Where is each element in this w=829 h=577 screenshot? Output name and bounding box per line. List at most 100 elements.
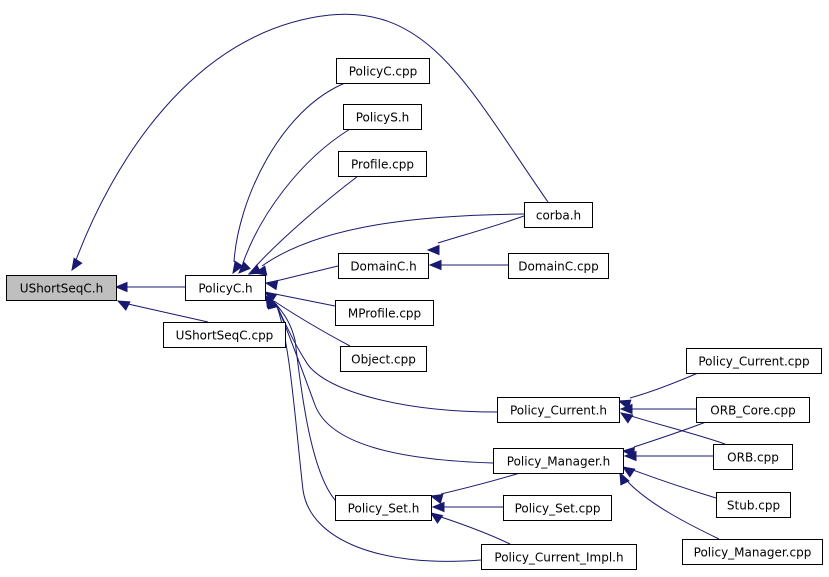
- node-label: UShortSeqC.cpp: [176, 329, 274, 343]
- arrowhead: [116, 300, 131, 311]
- node-label: Policy_Current_Impl.h: [494, 551, 623, 565]
- node-box[interactable]: [336, 58, 430, 84]
- node-box[interactable]: [335, 495, 432, 521]
- node-object-cpp[interactable]: Object.cpp: [340, 346, 427, 372]
- edge-line: [273, 300, 351, 347]
- arrowhead: [619, 403, 633, 415]
- node-label: Policy_Manager.cpp: [694, 546, 812, 560]
- node-label: Policy_Current.cpp: [698, 355, 809, 369]
- edge-ushortseqc_cpp-to-ushortseqc_h: [116, 300, 209, 323]
- edge-line: [275, 265, 339, 282]
- node-domainc-h[interactable]: DomainC.h: [338, 253, 429, 279]
- edge-policys_h-to-policyc_h: [238, 128, 351, 274]
- edge-line: [233, 82, 346, 263]
- node-label: PolicyS.h: [356, 111, 410, 125]
- node-box[interactable]: [713, 444, 793, 470]
- node-label: Policy_Set.cpp: [515, 502, 601, 516]
- edge-line: [274, 293, 336, 307]
- node-box[interactable]: [524, 202, 593, 228]
- edge-line: [629, 372, 699, 399]
- node-orb-core-cpp[interactable]: ORB_Core.cpp: [696, 397, 810, 423]
- node-box[interactable]: [338, 151, 427, 177]
- node-box[interactable]: [338, 253, 429, 279]
- node-box[interactable]: [481, 544, 637, 570]
- arrowhead: [253, 265, 268, 276]
- node-policyc-cpp[interactable]: PolicyC.cpp: [336, 58, 430, 84]
- edge-policyc_cpp-to-policyc_h: [232, 82, 346, 275]
- node-stub-cpp[interactable]: Stub.cpp: [716, 492, 791, 518]
- node-box[interactable]: [696, 397, 810, 423]
- node-label: DomainC.cpp: [518, 260, 599, 274]
- node-orb-cpp[interactable]: ORB.cpp: [713, 444, 793, 470]
- node-label: Profile.cpp: [351, 158, 414, 172]
- node-box[interactable]: [335, 300, 434, 326]
- edge-policy_set_cpp-to-policy_set_h: [431, 501, 503, 513]
- node-corba-h[interactable]: corba.h: [524, 202, 593, 228]
- edge-line: [275, 303, 341, 506]
- node-policy-current-cpp[interactable]: Policy_Current.cpp: [686, 348, 822, 374]
- node-mprofile-cpp[interactable]: MProfile.cpp: [335, 300, 434, 326]
- node-policy-manager-cpp[interactable]: Policy_Manager.cpp: [682, 539, 823, 565]
- arrowhead: [267, 295, 279, 310]
- edge-line: [627, 481, 720, 540]
- node-box[interactable]: [340, 346, 427, 372]
- node-box[interactable]: [497, 397, 620, 423]
- node-label: UShortSeqC.h: [20, 282, 103, 296]
- edge-line: [275, 303, 482, 562]
- node-label: PolicyC.cpp: [349, 65, 418, 79]
- edge-line: [633, 421, 707, 448]
- edge-line: [75, 13, 549, 261]
- edge-corba_h-to-domainc_h: [426, 215, 525, 256]
- edge-line: [440, 516, 511, 545]
- edge-orb_core_cpp-to-policy_current_h: [619, 403, 696, 415]
- node-box[interactable]: [163, 322, 286, 348]
- arrowhead: [114, 281, 128, 293]
- edge-policy_manager_h-to-policy_set_h: [429, 472, 521, 505]
- edge-corba_h-to-policyc_h: [253, 213, 525, 276]
- node-policyc-h[interactable]: PolicyC.h: [185, 275, 266, 301]
- edge-line: [275, 303, 494, 464]
- edge-line: [127, 303, 209, 323]
- node-domainc-cpp[interactable]: DomainC.cpp: [508, 253, 609, 279]
- node-label: Policy_Manager.h: [507, 455, 610, 469]
- edge-policy_current_cpp-to-policy_current_h: [617, 372, 699, 410]
- arrowhead: [238, 261, 251, 274]
- edge-domainc_cpp-to-domainc_h: [428, 259, 508, 271]
- node-policy-current-impl-h[interactable]: Policy_Current_Impl.h: [481, 544, 637, 570]
- node-box[interactable]: [682, 539, 823, 565]
- edge-corba_h-to-ushortseqc_h: [71, 13, 549, 272]
- node-label: ORB.cpp: [727, 451, 779, 465]
- node-policy-set-cpp[interactable]: Policy_Set.cpp: [503, 495, 612, 521]
- node-policy-manager-h[interactable]: Policy_Manager.h: [493, 448, 624, 474]
- edge-line: [630, 415, 726, 445]
- arrowhead: [623, 450, 637, 462]
- arrowhead: [428, 259, 442, 271]
- edge-orb_cpp-to-policy_manager_h: [623, 450, 713, 462]
- node-ushortseqc-cpp[interactable]: UShortSeqC.cpp: [163, 322, 286, 348]
- node-box[interactable]: [343, 104, 422, 130]
- node-box[interactable]: [716, 492, 791, 518]
- node-policy-set-h[interactable]: Policy_Set.h: [335, 495, 432, 521]
- node-label: Object.cpp: [351, 353, 416, 367]
- node-box[interactable]: [185, 275, 266, 301]
- node-box[interactable]: [6, 275, 117, 301]
- node-label: corba.h: [536, 209, 581, 223]
- node-label: MProfile.cpp: [348, 307, 421, 321]
- node-policys-h[interactable]: PolicyS.h: [343, 104, 422, 130]
- edge-line: [437, 215, 525, 244]
- node-label: Stub.cpp: [727, 499, 780, 513]
- node-box[interactable]: [493, 448, 624, 474]
- node-policy-current-h[interactable]: Policy_Current.h: [497, 397, 620, 423]
- edge-domainc_h-to-policyc_h: [264, 265, 339, 291]
- node-ushortseqc-h[interactable]: UShortSeqC.h: [6, 275, 117, 301]
- node-box[interactable]: [686, 348, 822, 374]
- arrowhead: [232, 260, 244, 275]
- edge-policy_current_impl_h-to-policyc_h: [267, 295, 482, 562]
- arrowhead: [264, 279, 279, 291]
- node-box[interactable]: [503, 495, 612, 521]
- node-profile-cpp[interactable]: Profile.cpp: [338, 151, 427, 177]
- arrowhead: [429, 493, 444, 505]
- node-box[interactable]: [508, 253, 609, 279]
